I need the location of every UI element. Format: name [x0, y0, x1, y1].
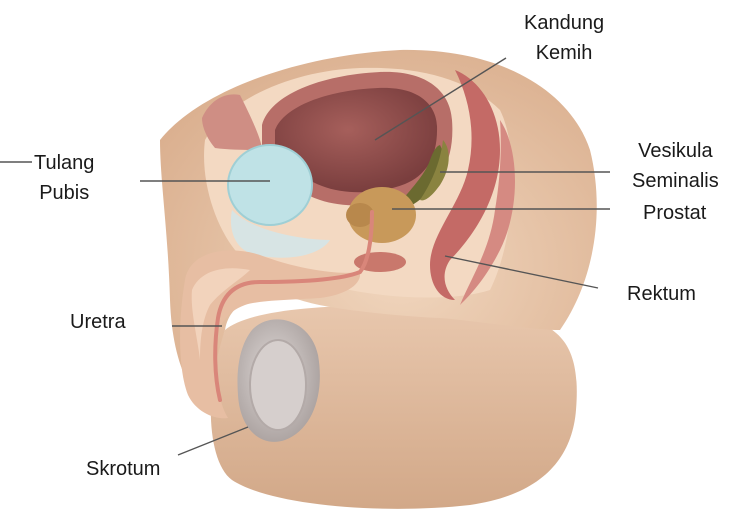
label-rectum: Rektum — [627, 283, 696, 305]
seminal-vesicle — [398, 145, 444, 207]
pubic-bone — [227, 144, 313, 226]
penis — [180, 250, 361, 419]
label-pubic-bone: Tulang Pubis — [34, 152, 95, 204]
label-prostate: Prostat — [643, 202, 707, 224]
prostate — [348, 187, 416, 243]
label-seminal-vesicle: Vesikula Seminalis — [632, 140, 719, 192]
label-urethra: Uretra — [70, 311, 126, 333]
urethra — [213, 210, 374, 402]
rectum — [430, 70, 500, 300]
label-scrotum: Skrotum — [86, 458, 161, 480]
label-bladder: Kandung Kemih — [524, 12, 605, 64]
